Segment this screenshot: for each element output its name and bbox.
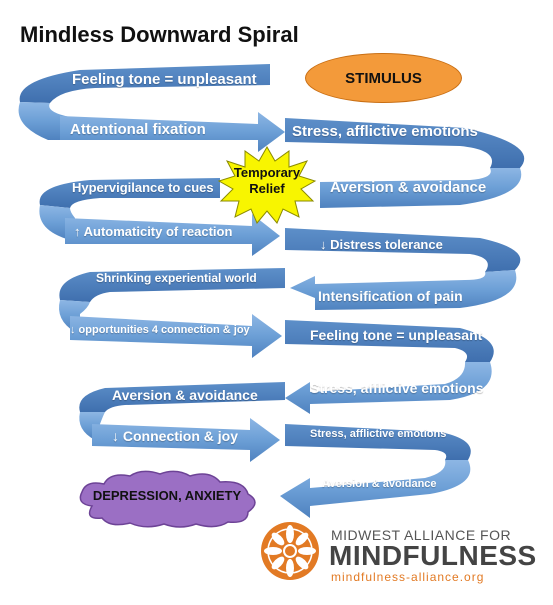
label-attentional-fixation: Attentional fixation [70,121,206,138]
ribbon-1-front [60,112,285,152]
ribbon-4-right2 [285,424,471,460]
ribbon-4-right [285,362,492,414]
ribbon-3-right2 [285,320,494,362]
label-connection-joy: ↓ Connection & joy [112,428,238,444]
label-stress-2: Stress, afflictive emotions [310,380,484,396]
diagram-title: Mindless Downward Spiral [20,22,299,47]
brand-name: MINDFULNESS [329,540,537,571]
brand-url: mindfulness-alliance.org [331,570,485,584]
ribbon-1-curl [18,102,70,140]
stimulus-ellipse: STIMULUS [305,53,462,103]
ribbon-3-right [290,270,517,310]
ribbon-4-back [79,382,286,412]
relief-starburst [217,145,317,224]
stimulus-label: STIMULUS [345,69,422,87]
ribbon-5-right [280,460,471,518]
ribbon-1-right [285,118,525,168]
ribbon-1-back [19,64,271,103]
ribbon-2-front [65,214,280,256]
ribbon-3-front [70,314,282,358]
ribbon-3-curl [59,300,90,332]
brand-line-1: MIDWEST ALLIANCE FOR [331,527,512,543]
relief-line-2: Relief [249,181,285,196]
ribbon-2-back [39,178,221,208]
label-intensification: Intensification of pain [318,288,463,304]
label-shrinking-world: Shrinking experiential world [96,271,257,285]
label-feeling-tone-1: Feeling tone = unpleasant [72,71,257,88]
label-stress-1: Stress, afflictive emotions [292,123,478,140]
depression-cloud [79,470,256,528]
label-aversion-3: Aversion & avoidance [322,478,437,490]
label-distress-tolerance: ↓ Distress tolerance [320,237,443,252]
ribbon-2-right [320,168,522,208]
label-hypervigilance: Hypervigilance to cues [72,180,214,195]
ribbon-4-front [92,418,280,462]
label-aversion-2: Aversion & avoidance [112,387,258,403]
ribbon-2-right2 [285,228,521,272]
label-feeling-tone-2: Feeling tone = unpleasant [310,327,483,343]
label-automaticity: ↑ Automaticity of reaction [74,224,233,239]
label-opportunities: ↓ opportunities 4 connection & joy [70,324,250,336]
label-stress-3: Stress, afflictive emotions [310,428,447,440]
relief-line-1: Temporary [233,165,301,180]
ribbon-3-back [59,268,285,302]
label-aversion-1: Aversion & avoidance [330,179,487,196]
mandala-logo-icon [261,522,319,580]
relief-label: Temporary Relief [217,165,317,197]
depression-label: DEPRESSION, ANXIETY [92,488,242,503]
